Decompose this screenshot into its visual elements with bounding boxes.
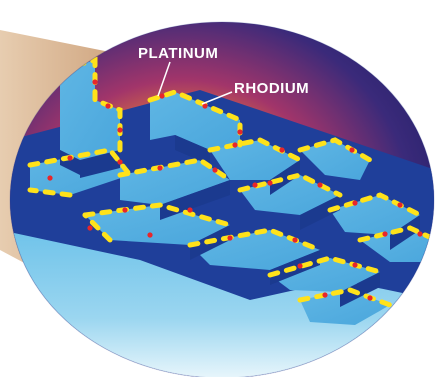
- rhodium-label: RHODIUM: [234, 80, 309, 97]
- rhodium-leader: [201, 91, 233, 105]
- lower-surface: [10, 230, 434, 377]
- platinum-leader: [157, 61, 171, 97]
- magnifier-outline: [9, 21, 435, 377]
- rhodium-particles: [47, 63, 423, 301]
- platinum-label: PLATINUM: [138, 45, 218, 62]
